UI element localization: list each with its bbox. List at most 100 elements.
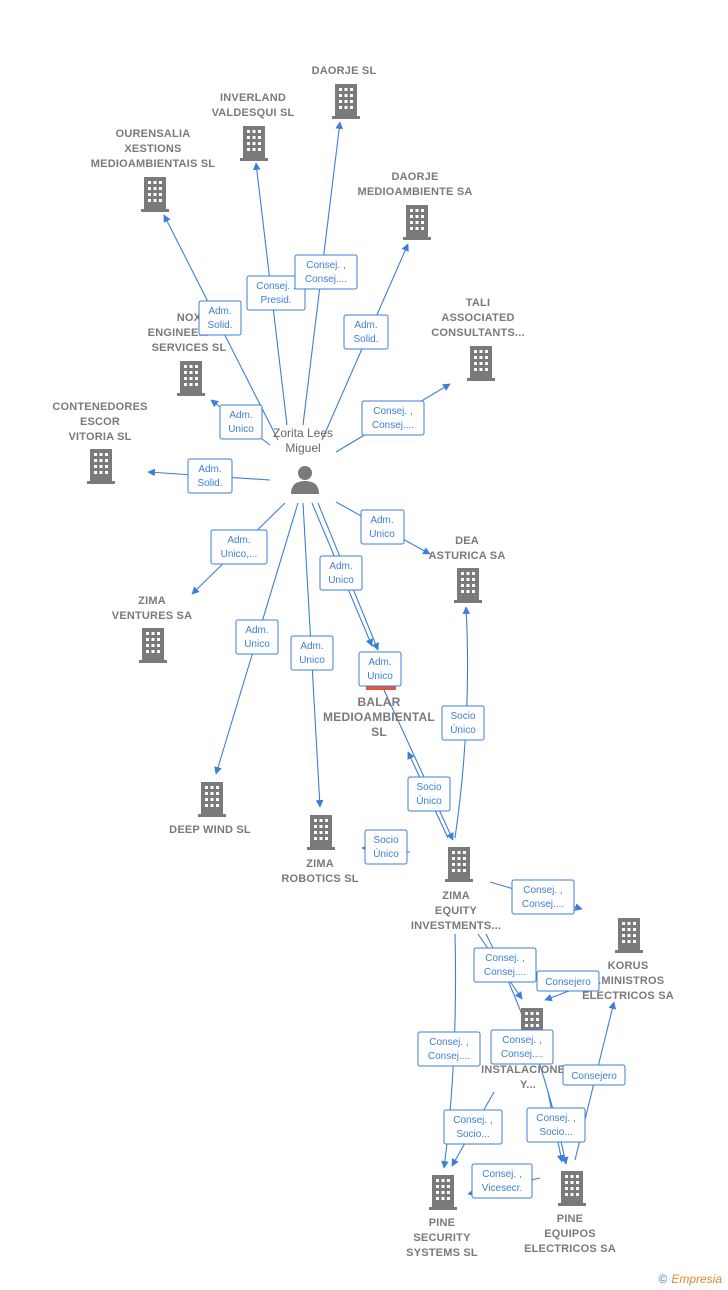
relation-text: Adm. <box>208 306 231 317</box>
relation-label[interactable]: Adm. Unico <box>360 509 405 545</box>
company-label: ELECTRICOS SA <box>524 1243 616 1255</box>
relation-label[interactable]: Consej. , Consej.... <box>294 254 358 290</box>
relation-label[interactable]: Socio Único <box>441 705 485 741</box>
relation-label[interactable]: Adm. Unico <box>358 651 402 687</box>
relation-label[interactable]: Adm. Unico <box>290 635 334 671</box>
relation-label[interactable]: Consej. , Socio... <box>443 1109 503 1145</box>
relation-label[interactable]: Socio Único <box>364 829 408 865</box>
building-icon <box>445 847 473 882</box>
relation-text: Consej.... <box>305 274 347 285</box>
company-label: TALI <box>466 297 490 309</box>
company-label: MEDIOAMBIENTAIS SL <box>91 158 215 170</box>
relation-text: Unico <box>228 424 254 435</box>
building-icon <box>332 84 360 119</box>
relation-label[interactable]: Adm. Unico <box>319 555 363 591</box>
company-instalaciones[interactable]: INSTALACIONE... Y... <box>481 1008 575 1091</box>
relation-label[interactable]: Consej. , Consej.... <box>473 947 537 983</box>
relation-label[interactable]: Adm. Unico <box>219 404 263 440</box>
relation-label[interactable]: Adm. Unico <box>235 619 279 655</box>
company-pine-security[interactable]: PINE SECURITY SYSTEMS SL <box>406 1175 478 1259</box>
company-label: NOX <box>177 312 202 324</box>
relation-text: Unico,... <box>221 549 258 560</box>
relation-label[interactable]: Consej. , Vicesecr. <box>471 1163 533 1199</box>
relation-text: Presid. <box>260 295 291 306</box>
company-label: SL <box>371 725 387 739</box>
relation-text: Socio <box>416 782 441 793</box>
relation-label[interactable]: Adm. Solid. <box>343 314 389 350</box>
company-label: ENGINEE... <box>148 327 209 339</box>
building-icon <box>240 126 268 161</box>
company-label: DEEP WIND SL <box>169 824 251 836</box>
company-label: ZIMA <box>306 858 334 870</box>
company-daorje[interactable]: DAORJE SL <box>312 65 377 119</box>
relation-text: Consej. , <box>502 1035 541 1046</box>
person-icon <box>298 466 312 480</box>
company-pine-equipos[interactable]: PINE EQUIPOS ELECTRICOS SA <box>524 1171 616 1255</box>
person-node[interactable]: Zorita Lees Miguel <box>273 426 333 494</box>
copyright-icon: © <box>658 1272 668 1286</box>
company-korus[interactable]: KORUS ...MINISTROS ELECTRICOS SA <box>582 918 674 1002</box>
relation-text: Adm. <box>370 515 393 526</box>
company-label: INSTALACIONE... <box>481 1064 575 1076</box>
company-contenedores[interactable]: CONTENEDORES ESCOR VITORIA SL <box>52 401 147 484</box>
relation-label[interactable]: Consej. , Presid. <box>246 275 306 311</box>
relation-text: Unico <box>369 529 395 540</box>
company-tali[interactable]: TALI ASSOCIATED CONSULTANTS... <box>431 297 525 381</box>
relation-label[interactable]: Socio Único <box>407 776 451 812</box>
company-ourensalia[interactable]: OURENSALIA XESTIONS MEDIOAMBIENTAIS SL <box>91 128 215 212</box>
relation-text: Unico <box>299 655 325 666</box>
relation-label[interactable]: Consej. , Consej.... <box>511 879 575 915</box>
company-inverland[interactable]: INVERLAND VALDESQUI SL <box>212 92 295 161</box>
company-zima-equity[interactable]: ZIMA EQUITY INVESTMENTS... <box>411 847 501 932</box>
relation-label[interactable]: Adm. Solid. <box>187 458 233 494</box>
relation-text: Consej. , <box>523 885 562 896</box>
relation-text: Adm. <box>198 464 221 475</box>
relation-label[interactable]: Consej. , Consej.... <box>361 400 425 436</box>
relation-label[interactable]: Consej. , Consej.... <box>490 1029 554 1065</box>
company-label: OURENSALIA <box>116 128 191 140</box>
relation-label[interactable]: Adm. Solid. <box>198 300 242 336</box>
relation-text: Consej. , <box>429 1037 468 1048</box>
company-label: CONSULTANTS... <box>431 327 524 339</box>
company-label: DAORJE <box>391 171 438 183</box>
relation-label[interactable]: Consejero <box>536 970 600 992</box>
relation-text: Vicesecr. <box>482 1183 522 1194</box>
relation-text: Solid. <box>197 478 222 489</box>
company-label: SYSTEMS SL <box>406 1247 478 1259</box>
company-balar[interactable]: BALAR MEDIOAMBIENTAL SL <box>323 686 435 739</box>
relation-text: Único <box>416 794 442 807</box>
building-icon <box>141 177 169 212</box>
footer-brand[interactable]: ©Empresia <box>658 1272 722 1286</box>
brand-logo: Empresia <box>671 1272 722 1286</box>
relation-label[interactable]: Consej. , Consej.... <box>417 1031 481 1067</box>
company-label: INVERLAND <box>220 92 286 104</box>
relation-text: Consejero <box>545 977 591 988</box>
relation-label[interactable]: Adm. Unico,... <box>210 529 268 565</box>
company-zima-ventures[interactable]: ZIMA VENTURES SA <box>112 595 192 663</box>
company-label: CONTENEDORES <box>52 401 147 413</box>
company-zima-robotics[interactable]: ZIMA ROBOTICS SL <box>281 815 359 885</box>
company-deep-wind[interactable]: DEEP WIND SL <box>169 782 251 836</box>
company-nox[interactable]: NOX ENGINEE... SERVICES SL <box>148 312 227 396</box>
company-label: MEDIOAMBIENTAL <box>323 710 435 724</box>
building-icon <box>177 361 205 396</box>
company-dea[interactable]: DEA ASTURICA SA <box>429 535 506 603</box>
building-icon <box>139 628 167 663</box>
building-icon <box>558 1171 586 1206</box>
relation-text: Socio... <box>456 1129 489 1140</box>
company-label: VALDESQUI SL <box>212 107 295 119</box>
relation-text: Adm. <box>227 535 250 546</box>
company-daorje-medioambiente[interactable]: DAORJE MEDIOAMBIENTE SA <box>357 171 472 240</box>
relation-label[interactable]: Consej. , Socio... <box>526 1107 586 1143</box>
person-name-line2: Miguel <box>285 441 320 455</box>
building-icon <box>198 782 226 817</box>
relation-text: Único <box>450 723 476 736</box>
relation-label[interactable]: Consejero <box>562 1064 626 1086</box>
building-icon <box>87 449 115 484</box>
company-label: PINE <box>557 1213 583 1225</box>
building-icon <box>307 815 335 850</box>
company-label: DEA <box>455 535 479 547</box>
company-label: XESTIONS <box>124 143 181 155</box>
building-icon <box>467 346 495 381</box>
company-label: INVESTMENTS... <box>411 920 501 932</box>
